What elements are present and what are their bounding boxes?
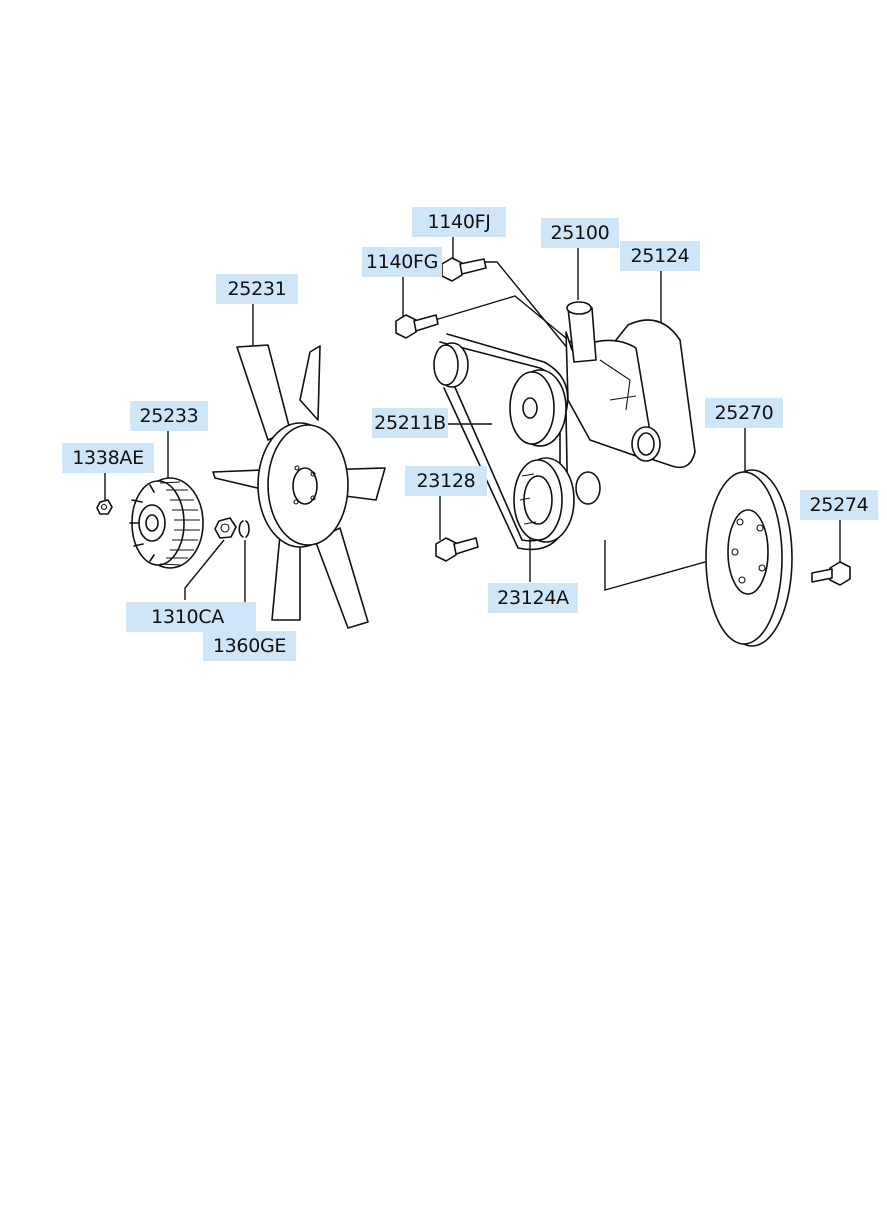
crankshaft-pulley-icon (705, 469, 793, 647)
part-label-25233[interactable]: 25233 (130, 401, 208, 431)
part-label-1360ge[interactable]: 1360GE (203, 631, 296, 661)
part-label-23128[interactable]: 23128 (405, 466, 487, 496)
leader-lines (104, 237, 841, 632)
fan-pulley-icon (513, 457, 601, 543)
part-label-1338ae[interactable]: 1338AE (62, 443, 154, 473)
fan-pulley-icon (433, 342, 469, 388)
bolt-icon (435, 537, 479, 562)
cooling-fan-icon (212, 344, 386, 629)
part-label-25211b[interactable]: 25211B (372, 408, 448, 438)
part-label-1140fg[interactable]: 1140FG (362, 247, 442, 277)
part-label-25100[interactable]: 25100 (541, 218, 619, 248)
nut-icon (96, 499, 113, 515)
bolt-icon (395, 314, 439, 339)
part-label-23124a[interactable]: 23124A (488, 583, 578, 613)
bolt-icon (811, 561, 851, 586)
part-label-1140fj[interactable]: 1140FJ (412, 207, 506, 237)
part-label-25124[interactable]: 25124 (620, 241, 700, 271)
washer-icon (238, 520, 250, 538)
part-label-25270[interactable]: 25270 (705, 398, 783, 428)
nut-icon (214, 517, 237, 539)
part-label-25231[interactable]: 25231 (216, 274, 298, 304)
bolt-icon (441, 257, 487, 282)
part-label-1310ca[interactable]: 1310CA (126, 602, 256, 632)
fan-clutch-icon (129, 477, 204, 569)
water-pump-icon (509, 301, 696, 469)
part-label-25274[interactable]: 25274 (800, 490, 878, 520)
